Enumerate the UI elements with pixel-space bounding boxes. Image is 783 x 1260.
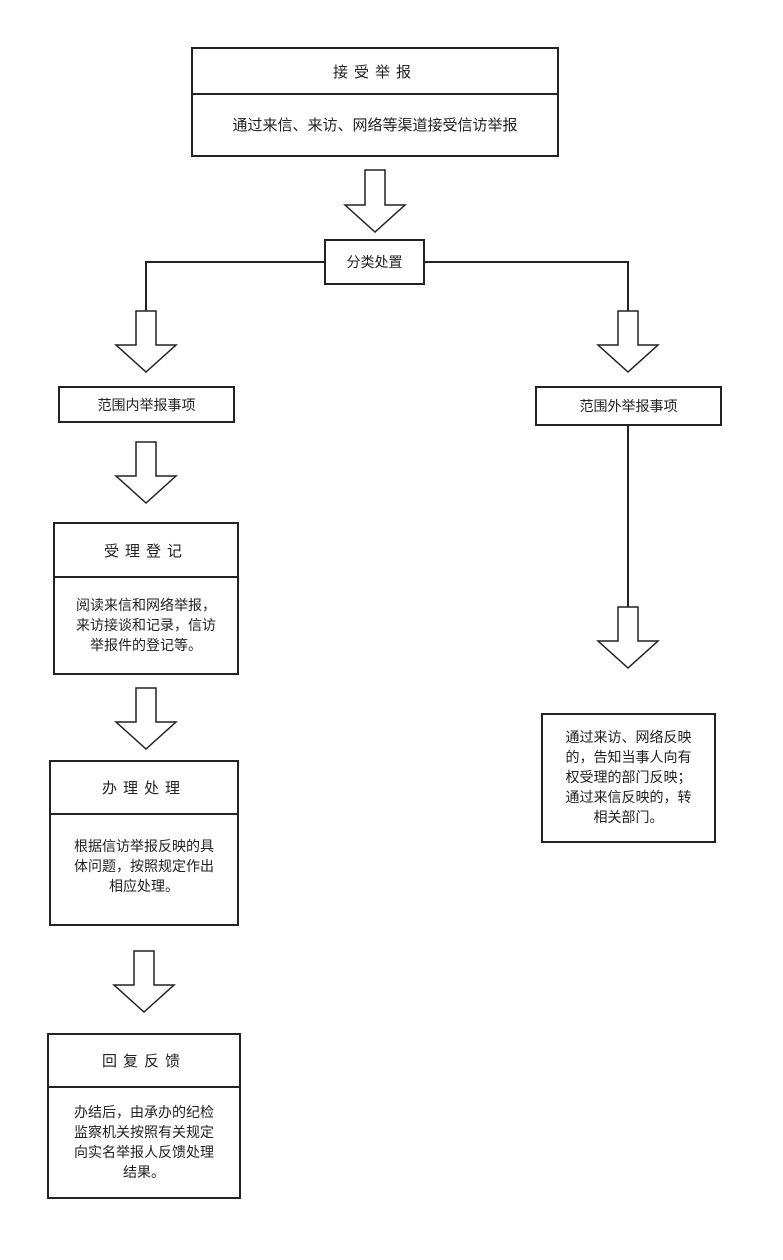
down-arrow-icon	[114, 687, 178, 751]
down-arrow-icon	[343, 169, 407, 234]
handle-box: 办理处理 根据信访举报反映的具 体问题，按照规定作出 相应处理。	[49, 760, 239, 926]
register-box: 受理登记 阅读来信和网络举报， 来访接谈和记录，信访 举报件的登记等。	[53, 522, 239, 675]
receive-report-box: 接受举报 通过来信、来访、网络等渠道接受信访举报	[191, 47, 559, 157]
down-arrow-icon	[114, 310, 178, 374]
in-scope-box: 范围内举报事项	[58, 386, 235, 423]
reply-title: 回复反馈	[49, 1035, 239, 1088]
reply-body: 办结后，由承办的纪检 监察机关按照有关规定 向实名举报人反馈处理 结果。	[74, 1104, 214, 1181]
register-body: 阅读来信和网络举报， 来访接谈和记录，信访 举报件的登记等。	[76, 597, 216, 654]
classify-box: 分类处置	[324, 239, 425, 285]
reply-box: 回复反馈 办结后，由承办的纪检 监察机关按照有关规定 向实名举报人反馈处理 结果…	[47, 1033, 241, 1199]
down-arrow-icon	[114, 441, 178, 505]
handle-title: 办理处理	[51, 762, 237, 815]
down-arrow-icon	[112, 950, 176, 1014]
down-arrow-icon	[596, 606, 660, 670]
out-scope-note-box: 通过来访、网络反映 的，告知当事人向有 权受理的部门反映； 通过来信反映的，转 …	[541, 713, 716, 843]
handle-body: 根据信访举报反映的具 体问题，按照规定作出 相应处理。	[74, 839, 214, 895]
branch-line-right	[425, 261, 629, 311]
register-title: 受理登记	[55, 524, 237, 578]
receive-report-body: 通过来信、来访、网络等渠道接受信访举报	[232, 116, 518, 134]
down-arrow-icon	[596, 310, 660, 374]
branch-line-left	[145, 261, 325, 311]
receive-report-title: 接受举报	[193, 49, 557, 95]
out-scope-box: 范围外举报事项	[535, 386, 722, 426]
